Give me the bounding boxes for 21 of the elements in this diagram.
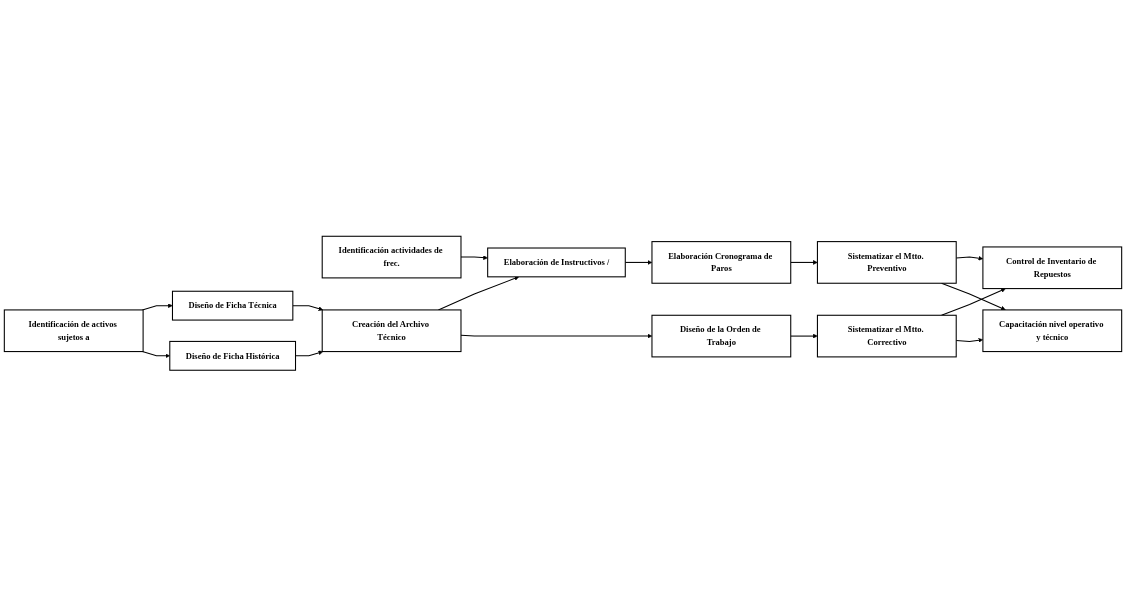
arrow xyxy=(460,255,488,260)
node-box: Sistematizar el Mtto. Preventivo xyxy=(816,240,957,284)
node-box: Sistematizar el Mtto. Correctivo xyxy=(816,314,957,358)
node-box: Diseño de Ficha Histórica xyxy=(169,340,297,371)
node-box: Elaboración de Instructivos / xyxy=(487,247,626,278)
arrow xyxy=(295,350,324,357)
arrow xyxy=(292,304,324,311)
arrow xyxy=(940,282,1006,311)
node-box: Identificación de activos sujetos a xyxy=(3,309,144,352)
node-box: Elaboración Cronograma de Paros xyxy=(651,240,792,284)
node-box: Control de Inventario de Repuestos xyxy=(982,246,1123,289)
arrow xyxy=(790,259,818,265)
node-box: Identificación actividades de frec. xyxy=(321,235,462,279)
arrow xyxy=(141,303,173,311)
node-box: Creación del Archivo Técnico xyxy=(321,309,462,352)
node-box: Capacitación nivel operativo y técnico xyxy=(982,309,1123,352)
node-box: Diseño de la Orden de Trabajo xyxy=(651,314,792,358)
node-box: Diseño de Ficha Técnica xyxy=(171,290,294,321)
arrow xyxy=(141,350,170,358)
arrow xyxy=(940,287,1006,316)
arrow xyxy=(790,333,818,339)
